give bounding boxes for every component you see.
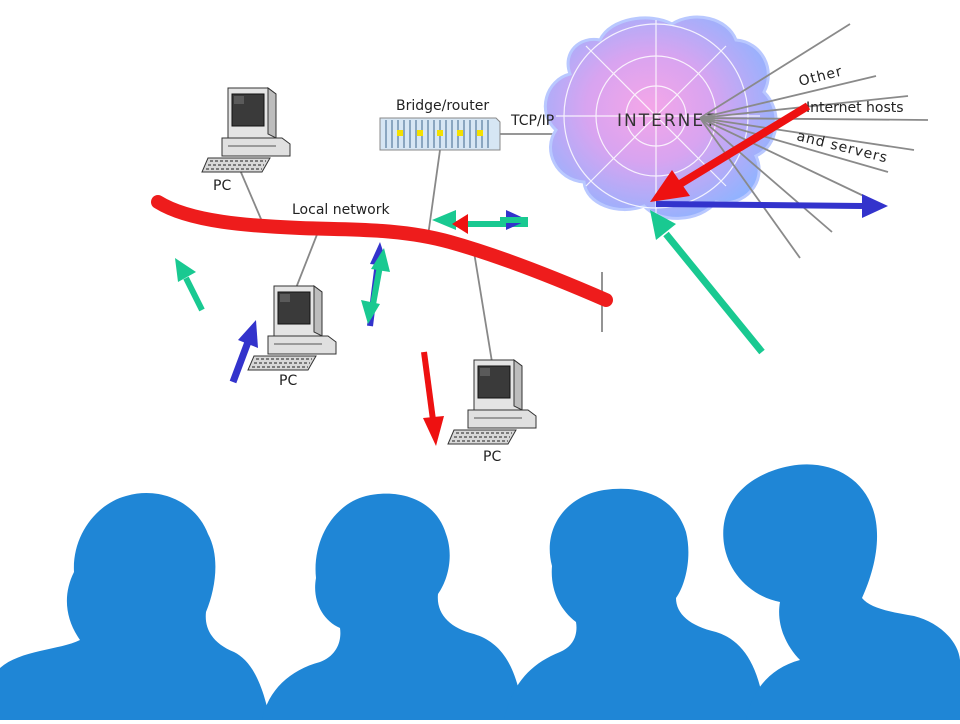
host-line xyxy=(699,117,801,259)
desktop-computer-icon xyxy=(447,359,537,445)
network-switch-icon xyxy=(379,117,501,151)
blue-arrow-right xyxy=(655,194,888,218)
and-servers-label: and servers xyxy=(795,128,890,166)
bridge-drop-line xyxy=(427,149,441,237)
internet-host-lines xyxy=(699,23,929,259)
red-arrow-down xyxy=(421,351,444,446)
pc1-drop-line xyxy=(239,169,265,227)
horizontal-arrow-pair xyxy=(432,210,528,234)
desktop-computer-icon xyxy=(247,285,337,371)
desktop-computer-icon xyxy=(201,87,291,173)
host-line xyxy=(699,23,851,119)
local-network-cable xyxy=(151,195,613,307)
pc-label: PC xyxy=(213,178,231,194)
green-arrow-bidirectional xyxy=(361,248,390,324)
green-arrow-up xyxy=(175,258,205,312)
host-line xyxy=(699,117,929,121)
blue-arrow-up xyxy=(229,320,258,384)
host-line xyxy=(699,117,869,199)
bridge-router: Bridge/router xyxy=(379,98,501,151)
pc-label: PC xyxy=(483,449,501,465)
pc-top-left: PC xyxy=(201,87,291,194)
pc-bottom-right: PC xyxy=(447,359,537,465)
host-line xyxy=(699,75,877,119)
green-arrow-to-cloud xyxy=(650,210,765,355)
internet-hosts-label: Internet hosts xyxy=(806,100,904,116)
globe-grid xyxy=(556,20,760,214)
host-line xyxy=(699,117,833,233)
internet-cloud: INTERNET xyxy=(543,15,778,220)
pc3-drop-line xyxy=(473,251,493,363)
tcp-ip-label: TCP/IP xyxy=(510,113,554,129)
local-network-label: Local network xyxy=(292,202,390,218)
person-silhouette-icon xyxy=(262,493,524,720)
internet-label: INTERNET xyxy=(617,111,718,131)
red-arrow-to-cloud xyxy=(650,102,811,202)
pc2-drop-line xyxy=(295,231,319,289)
host-line xyxy=(699,117,889,173)
pc-label: PC xyxy=(279,373,297,389)
audience-silhouettes xyxy=(0,464,960,720)
person-silhouette-icon xyxy=(0,493,270,720)
host-line xyxy=(699,117,915,151)
person-silhouette-icon xyxy=(504,488,766,720)
data-flow-arrows xyxy=(175,102,888,446)
pc-bottom-left: PC xyxy=(247,285,337,389)
person-silhouette-icon xyxy=(723,464,960,720)
bridge-router-label: Bridge/router xyxy=(396,98,489,114)
